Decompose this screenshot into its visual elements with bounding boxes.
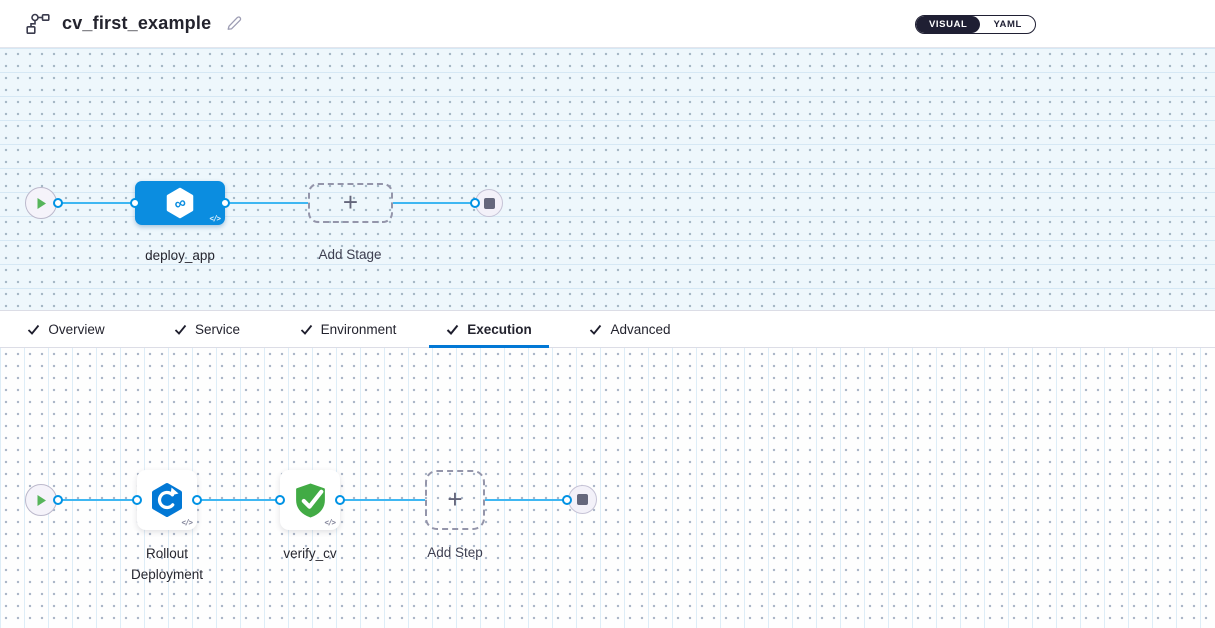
check-icon [590, 324, 602, 335]
plus-icon: + [342, 187, 359, 217]
tab-overview[interactable]: Overview [6, 311, 126, 347]
add-stage-label: Add Stage [318, 247, 382, 262]
visual-yaml-toggle: VISUAL YAML [915, 15, 1036, 34]
edge-start-to-rollout [58, 499, 137, 501]
connector-dot[interactable] [53, 495, 63, 505]
pipeline-start-node[interactable] [25, 187, 57, 219]
code-icon: </> [209, 214, 221, 223]
tab-advanced[interactable]: Advanced [570, 311, 690, 347]
execution-end-node[interactable] [568, 485, 597, 514]
edge-verify-to-addstep [340, 499, 425, 501]
pipeline-header: cv_first_example VISUAL YAML [0, 0, 1215, 48]
stop-icon [577, 494, 588, 505]
pipeline-title: cv_first_example [62, 13, 212, 33]
tab-label: Execution [467, 321, 532, 337]
add-step-label: Add Step [427, 545, 483, 560]
stop-icon [483, 197, 495, 209]
connector-dot[interactable] [470, 198, 480, 208]
tab-label: Environment [320, 321, 397, 337]
edge-addstage-to-end [393, 202, 475, 204]
edit-pencil-icon[interactable] [225, 15, 242, 32]
connector-dot[interactable] [130, 198, 140, 208]
step-node-rollout-deployment[interactable]: </> [137, 470, 197, 530]
tab-label: Advanced [610, 321, 671, 337]
play-icon [37, 197, 46, 209]
tab-execution[interactable]: Execution [429, 311, 549, 348]
execution-canvas[interactable]: </> </> + Rollout Deployment verify_cv A… [0, 348, 1215, 628]
connector-dot[interactable] [275, 495, 285, 505]
rollout-rotate-icon [152, 483, 182, 517]
connector-dot[interactable] [53, 198, 63, 208]
code-icon: </> [181, 518, 193, 527]
tab-label: Service [194, 321, 240, 337]
play-icon [37, 494, 46, 506]
edge-stage-to-addstage [225, 202, 308, 204]
edge-rollout-to-verify [197, 499, 280, 501]
toggle-yaml-button[interactable]: YAML [993, 19, 1022, 30]
stage-node-deploy-app[interactable]: ∞ </> [135, 181, 225, 225]
tab-environment[interactable]: Environment [288, 311, 408, 347]
pipeline-hierarchy-icon [24, 13, 50, 35]
check-icon [174, 324, 187, 335]
shield-check-icon [295, 483, 325, 517]
svg-text:∞: ∞ [172, 194, 188, 214]
stage-label-deploy-app: deploy_app [145, 248, 215, 263]
connector-dot[interactable] [220, 198, 230, 208]
toggle-visual-button[interactable]: VISUAL [916, 16, 981, 33]
add-step-button[interactable]: + [425, 470, 485, 530]
tab-label: Overview [48, 321, 105, 337]
check-icon [300, 324, 312, 335]
step-label-rollout-deployment: Rollout Deployment [130, 546, 204, 582]
connector-dot[interactable] [132, 495, 142, 505]
tab-service[interactable]: Service [147, 311, 267, 347]
edge-start-to-stage [58, 202, 135, 204]
stage-config-tabs: Overview Service Environment Execution A… [0, 310, 1215, 348]
edge-addstep-to-end [485, 499, 567, 501]
execution-start-node[interactable] [25, 484, 57, 516]
connector-dot[interactable] [562, 495, 572, 505]
step-node-verify-cv[interactable]: </> [280, 470, 340, 530]
add-stage-button[interactable]: + [308, 183, 393, 223]
connector-dot[interactable] [335, 495, 345, 505]
code-icon: </> [324, 518, 336, 527]
cd-infinity-hexagon-icon: ∞ [166, 187, 194, 219]
plus-icon: + [447, 484, 463, 514]
stage-canvas[interactable]: ∞ </> + deploy_app Add Stage [0, 48, 1215, 310]
connector-dot[interactable] [192, 495, 202, 505]
step-label-verify-cv: verify_cv [283, 546, 337, 561]
check-icon [28, 324, 40, 335]
check-icon [447, 324, 459, 335]
